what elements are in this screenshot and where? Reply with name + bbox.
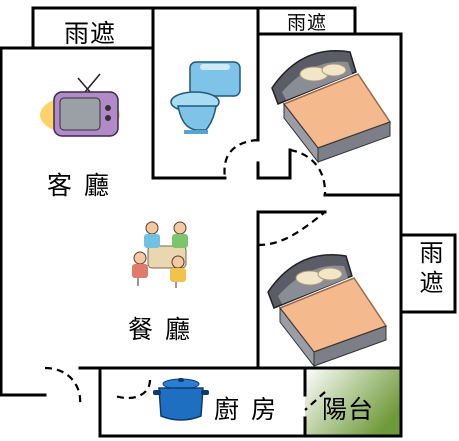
cooking-pot-icon (153, 378, 209, 421)
canopy-label: 雨遮 (287, 12, 328, 34)
canopy-label: 雨遮 (415, 240, 443, 300)
tv-icon (40, 73, 120, 137)
bed-icon (267, 254, 388, 368)
family-dining-icon (132, 221, 188, 288)
balcony-label: 陽台 (322, 395, 375, 424)
dining-room-label: 餐廳 (128, 315, 203, 344)
kitchen-label: 廚房 (214, 395, 289, 424)
bed-icon (271, 50, 392, 164)
walls (0, 6, 457, 438)
canopy-label: 雨遮 (64, 19, 117, 48)
door-swings (44, 138, 327, 411)
living-room-label: 客廳 (47, 171, 122, 200)
toilet-icon (170, 61, 241, 134)
balcony-area (305, 368, 400, 436)
